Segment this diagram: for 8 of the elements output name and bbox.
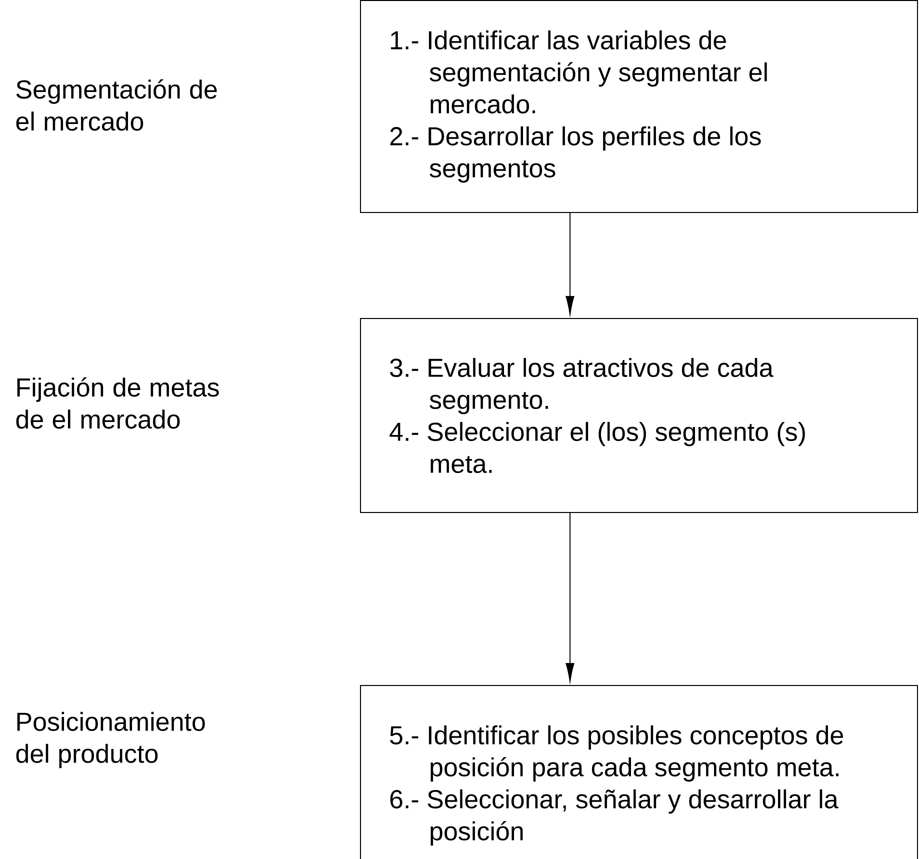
process-box: 5.- Identificar los posibles conceptos de posición para cada segmento meta. 6.- Seleccionar, señalar y desarrollar la posición	[360, 685, 918, 859]
arrow	[566, 512, 574, 682]
side-label: Posicionamiento del producto	[16, 712, 205, 768]
process-box: 1.- Identificar las variables de segmentación y segmentar el mercado. 2.- Desarrollar los perfiles de los segmentos	[360, 0, 918, 213]
arrow	[566, 212, 574, 315]
side-label: Segmentación de el mercado	[16, 79, 217, 131]
process-box: 3.- Evaluar los atractivos de cada segmento. 4.- Seleccionar el (los) segmento (s) meta.	[360, 318, 918, 513]
side-label: Fijación de metas de el mercado	[16, 377, 219, 429]
